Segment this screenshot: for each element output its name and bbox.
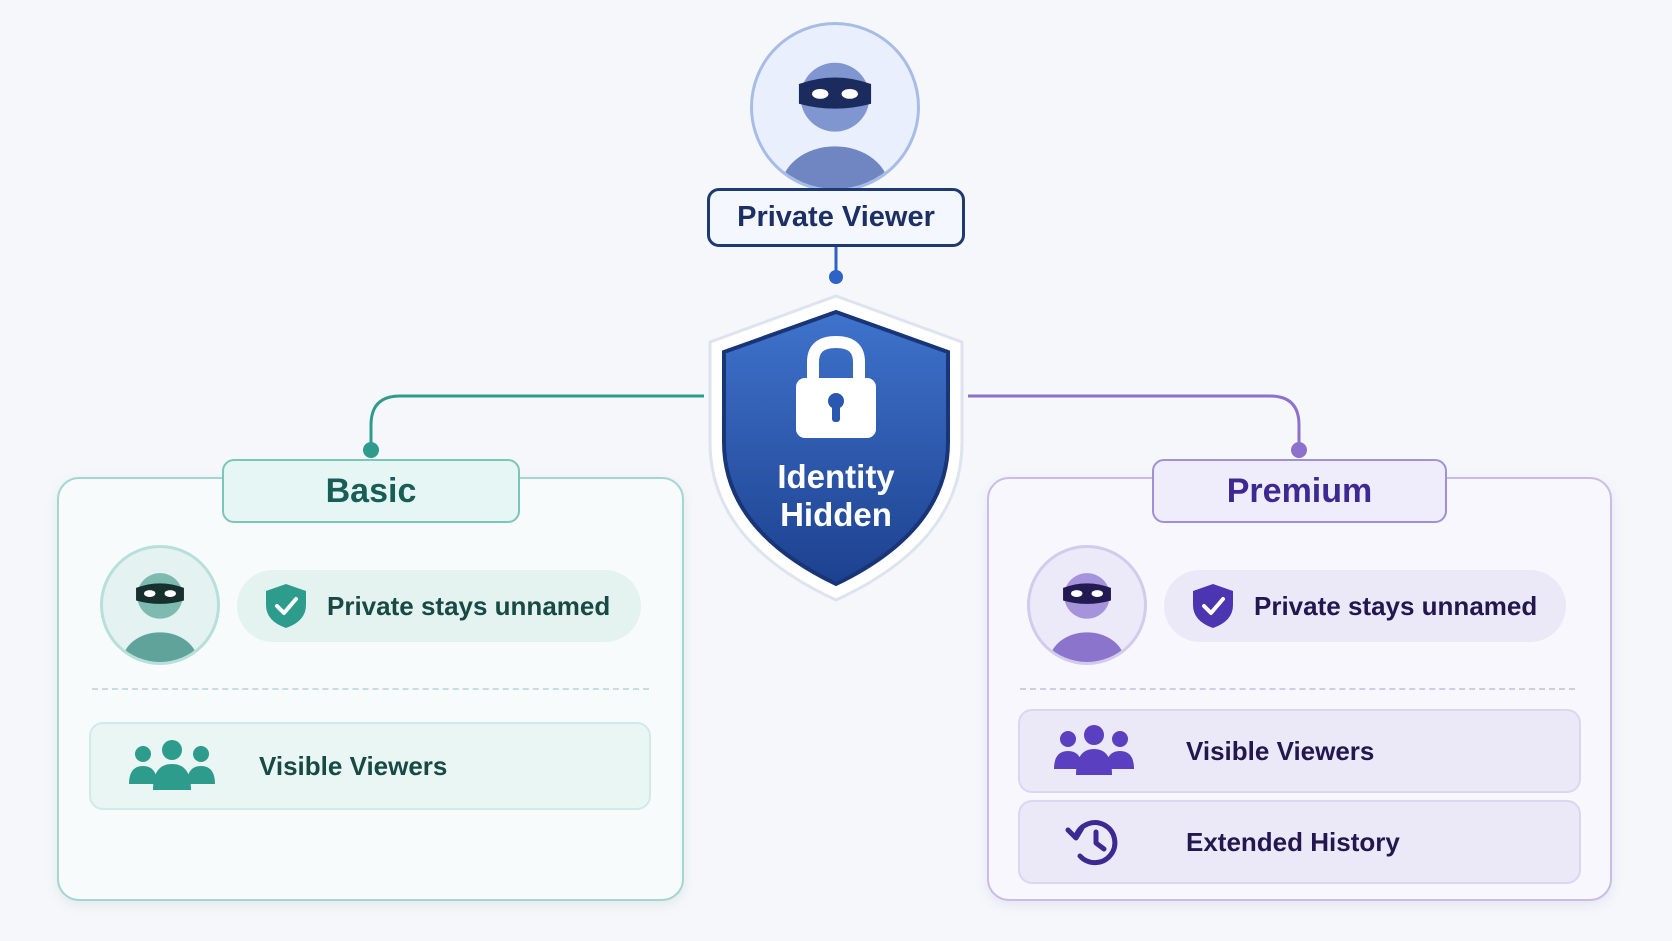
identity-shield (708, 294, 964, 602)
basic-feature-visible-viewers: Visible Viewers (89, 722, 651, 810)
shield-check-icon (266, 584, 306, 628)
masked-user-icon (122, 573, 198, 662)
premium-feature-label: Extended History (1186, 826, 1400, 857)
shield-line-1: Identity (777, 458, 895, 495)
masked-user-icon (1049, 573, 1125, 662)
premium-status-pill: Private stays unnamed (1164, 570, 1566, 642)
history-clock-icon (1065, 820, 1118, 866)
private-viewer-avatar (750, 22, 920, 192)
premium-divider (1020, 688, 1575, 690)
shield-text: Identity Hidden (700, 458, 972, 534)
group-icon (1054, 725, 1134, 775)
shield-check-icon (1193, 584, 1233, 628)
viewer-connector-dot (829, 270, 843, 284)
premium-connector-dot (1291, 442, 1307, 458)
basic-connector-dot (363, 442, 379, 458)
premium-connector (968, 394, 1301, 450)
premium-avatar (1027, 545, 1147, 665)
premium-tier-title: Premium (1152, 459, 1447, 523)
group-icon (129, 740, 215, 790)
premium-status-text: Private stays unnamed (1254, 590, 1538, 621)
basic-divider (92, 688, 649, 690)
premium-feature-extended-history: Extended History (1018, 800, 1581, 884)
padlock-icon (796, 335, 876, 438)
basic-status-text: Private stays unnamed (327, 590, 611, 621)
shield-line-2: Hidden (780, 496, 892, 533)
basic-feature-label: Visible Viewers (259, 750, 448, 781)
basic-tier-title: Basic (222, 459, 520, 523)
basic-avatar (100, 545, 220, 665)
premium-feature-visible-viewers: Visible Viewers (1018, 709, 1581, 793)
premium-feature-label: Visible Viewers (1186, 735, 1375, 766)
basic-connector (369, 394, 704, 450)
masked-user-icon (780, 62, 890, 189)
basic-status-pill: Private stays unnamed (237, 570, 641, 642)
private-viewer-label: Private Viewer (707, 188, 965, 247)
